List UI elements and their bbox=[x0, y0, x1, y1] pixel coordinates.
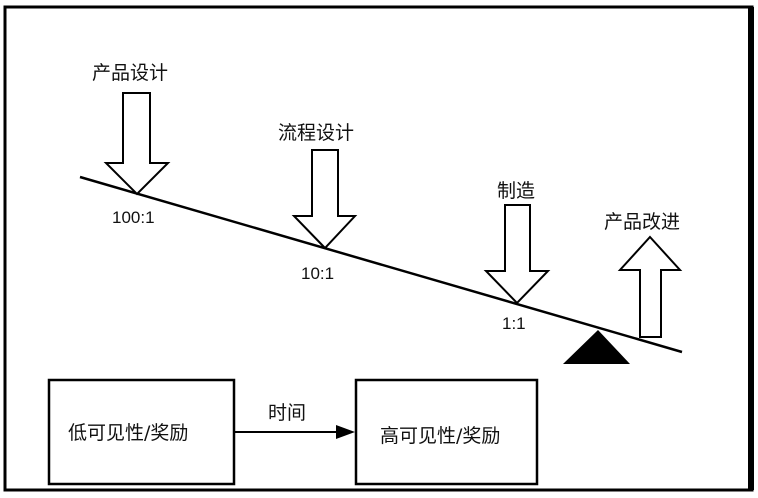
time-arrowhead bbox=[336, 425, 355, 439]
arrow-down-product-design bbox=[103, 92, 171, 196]
arrow-down-process-design bbox=[291, 149, 358, 250]
label-product-design: 产品设计 bbox=[92, 62, 169, 84]
lever-line bbox=[79, 175, 683, 354]
ratio-1-1: 1:1 bbox=[502, 314, 526, 333]
label-product-improvement: 产品改进 bbox=[604, 211, 681, 233]
high-visibility-box bbox=[354, 378, 539, 486]
time-label: 时间 bbox=[268, 402, 307, 424]
label-process-design: 流程设计 bbox=[278, 122, 355, 144]
arrow-down-manufacturing bbox=[483, 204, 551, 305]
ratio-100-1: 100:1 bbox=[112, 208, 155, 227]
ratio-10-1: 10:1 bbox=[301, 264, 335, 283]
low-visibility-reward-text: 低可见性/奖励 bbox=[68, 422, 189, 444]
low-visibility-box bbox=[47, 378, 236, 486]
outer-border-right-shade bbox=[748, 7, 754, 490]
high-visibility-reward-text: 高可见性/奖励 bbox=[380, 425, 501, 447]
arrow-up-product-improvement bbox=[617, 235, 683, 338]
label-manufacturing: 制造 bbox=[497, 180, 536, 202]
fulcrum-triangle bbox=[563, 330, 630, 364]
